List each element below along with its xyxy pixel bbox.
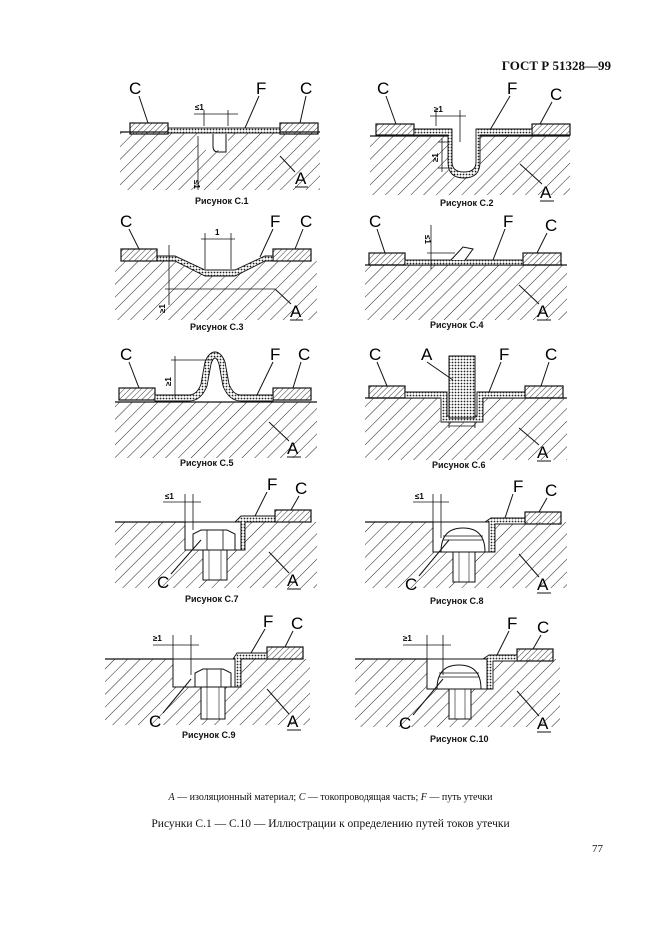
label-c9-c-bottom: C — [149, 712, 161, 731]
caption-c6: Рисунок C.6 — [432, 460, 486, 470]
label-c5-f: F — [270, 345, 280, 364]
legend-c-text: — токопроводящая часть; — [305, 792, 421, 803]
label-c6-f: F — [499, 345, 509, 364]
label-c4-c-right: C — [545, 216, 557, 235]
dim-c1-side: ≤1 — [192, 180, 201, 189]
dim-c2-side: ≥1 — [431, 153, 440, 162]
caption-c8: Рисунок C.8 — [430, 596, 484, 606]
figure-c5: ≥1 C F C A — [115, 345, 317, 458]
dim-c10-top: ≥1 — [403, 634, 412, 643]
label-c5-c-left: C — [120, 345, 132, 364]
label-c6-c-left: C — [369, 345, 381, 364]
dim-c2-top: ≥1 — [434, 105, 443, 114]
label-c6-a-top: A — [421, 345, 433, 364]
legend-f-key: F — [420, 792, 427, 803]
label-c4-a: A — [537, 302, 549, 321]
label-c4-c-left: C — [369, 212, 381, 231]
figure-c8: ≤1 F C C A — [365, 478, 567, 594]
label-c1-f: F — [256, 80, 266, 98]
dim-c4-side: ≤1 — [423, 235, 432, 244]
label-c7-c-right: C — [295, 479, 307, 498]
label-c10-a: A — [537, 714, 549, 733]
caption-c4: Рисунок C.4 — [430, 320, 484, 330]
caption-c10: Рисунок C.10 — [430, 734, 489, 744]
dim-c8-top: ≤1 — [415, 492, 424, 501]
figure-c2: ≥1 ≥1 C F C A — [370, 80, 571, 202]
label-c1-c-left: C — [129, 80, 141, 98]
label-c2-f: F — [507, 80, 517, 98]
label-c2-c-left: C — [377, 80, 389, 98]
label-c8-c-bottom: C — [405, 575, 417, 594]
label-c6-c-right: C — [545, 345, 557, 364]
label-c9-a: A — [287, 712, 299, 731]
label-c4-f: F — [503, 212, 513, 231]
label-c9-c-right: C — [291, 615, 303, 633]
caption-c9: Рисунок C.9 — [182, 730, 236, 740]
page-number: 77 — [592, 843, 603, 855]
legend-f-text: — путь утечки — [426, 792, 493, 803]
label-c6-a: A — [537, 443, 549, 462]
dim-c5-side: ≥1 — [164, 377, 173, 386]
dim-c3-top: 1 — [215, 228, 220, 237]
label-c10-c-bottom: C — [399, 714, 411, 733]
label-c3-a: A — [290, 302, 302, 321]
dim-c9-top: ≥1 — [153, 634, 162, 643]
caption-c5: Рисунок C.5 — [180, 458, 234, 468]
figure-c4: ≤1 C F C A — [365, 212, 567, 321]
label-c8-a: A — [537, 575, 549, 594]
dim-c3-side: ≥1 — [158, 304, 167, 313]
figure-c6: C A F C A — [365, 345, 567, 462]
label-c8-c-right: C — [545, 481, 557, 500]
label-c2-a: A — [540, 183, 552, 202]
figure-c10: ≥1 F C C A — [355, 615, 560, 733]
label-c7-c-bottom: C — [157, 573, 169, 592]
label-c3-f: F — [270, 212, 280, 231]
label-c9-f: F — [263, 615, 273, 631]
figure-c3: 1 ≥1 C F C A — [115, 212, 317, 321]
label-c7-f: F — [267, 478, 277, 494]
label-c7-a: A — [287, 571, 299, 590]
document-header: ГОСТ Р 51328—99 — [501, 58, 611, 73]
label-c10-c-right: C — [537, 618, 549, 637]
label-c5-a: A — [287, 439, 299, 458]
figure-c1: ≤1 ≤1 C F C A — [120, 80, 320, 190]
legend-c-key: C — [298, 792, 306, 803]
caption-c1: Рисунок C.1 — [195, 196, 249, 206]
caption-c2: Рисунок C.2 — [440, 198, 494, 208]
label-c3-c-right: C — [300, 212, 312, 231]
label-c1-c-right: C — [300, 80, 312, 98]
legend-a-key: A — [168, 792, 175, 803]
dim-c7-top: ≤1 — [165, 492, 174, 501]
label-c5-c-right: C — [298, 345, 310, 364]
label-c8-f: F — [513, 478, 523, 496]
dim-c1-top: ≤1 — [195, 103, 204, 112]
legend-a-text: — изоляционный материал; — [174, 792, 299, 803]
figure-c7: ≤1 F C C A — [115, 478, 317, 592]
caption-c7: Рисунок C.7 — [185, 594, 239, 604]
figure-c9: ≥1 F C C A — [105, 615, 310, 731]
label-c1-a: A — [295, 169, 307, 188]
figures-title: Рисунки С.1 — С.10 — Иллюстрации к опред… — [151, 818, 510, 830]
legend: A — изоляционный материал; C — токопрово… — [0, 792, 661, 803]
label-c2-c-right: C — [550, 85, 562, 104]
label-c3-c-left: C — [120, 212, 132, 231]
caption-c3: Рисунок C.3 — [190, 322, 244, 332]
label-c10-f: F — [507, 615, 517, 633]
